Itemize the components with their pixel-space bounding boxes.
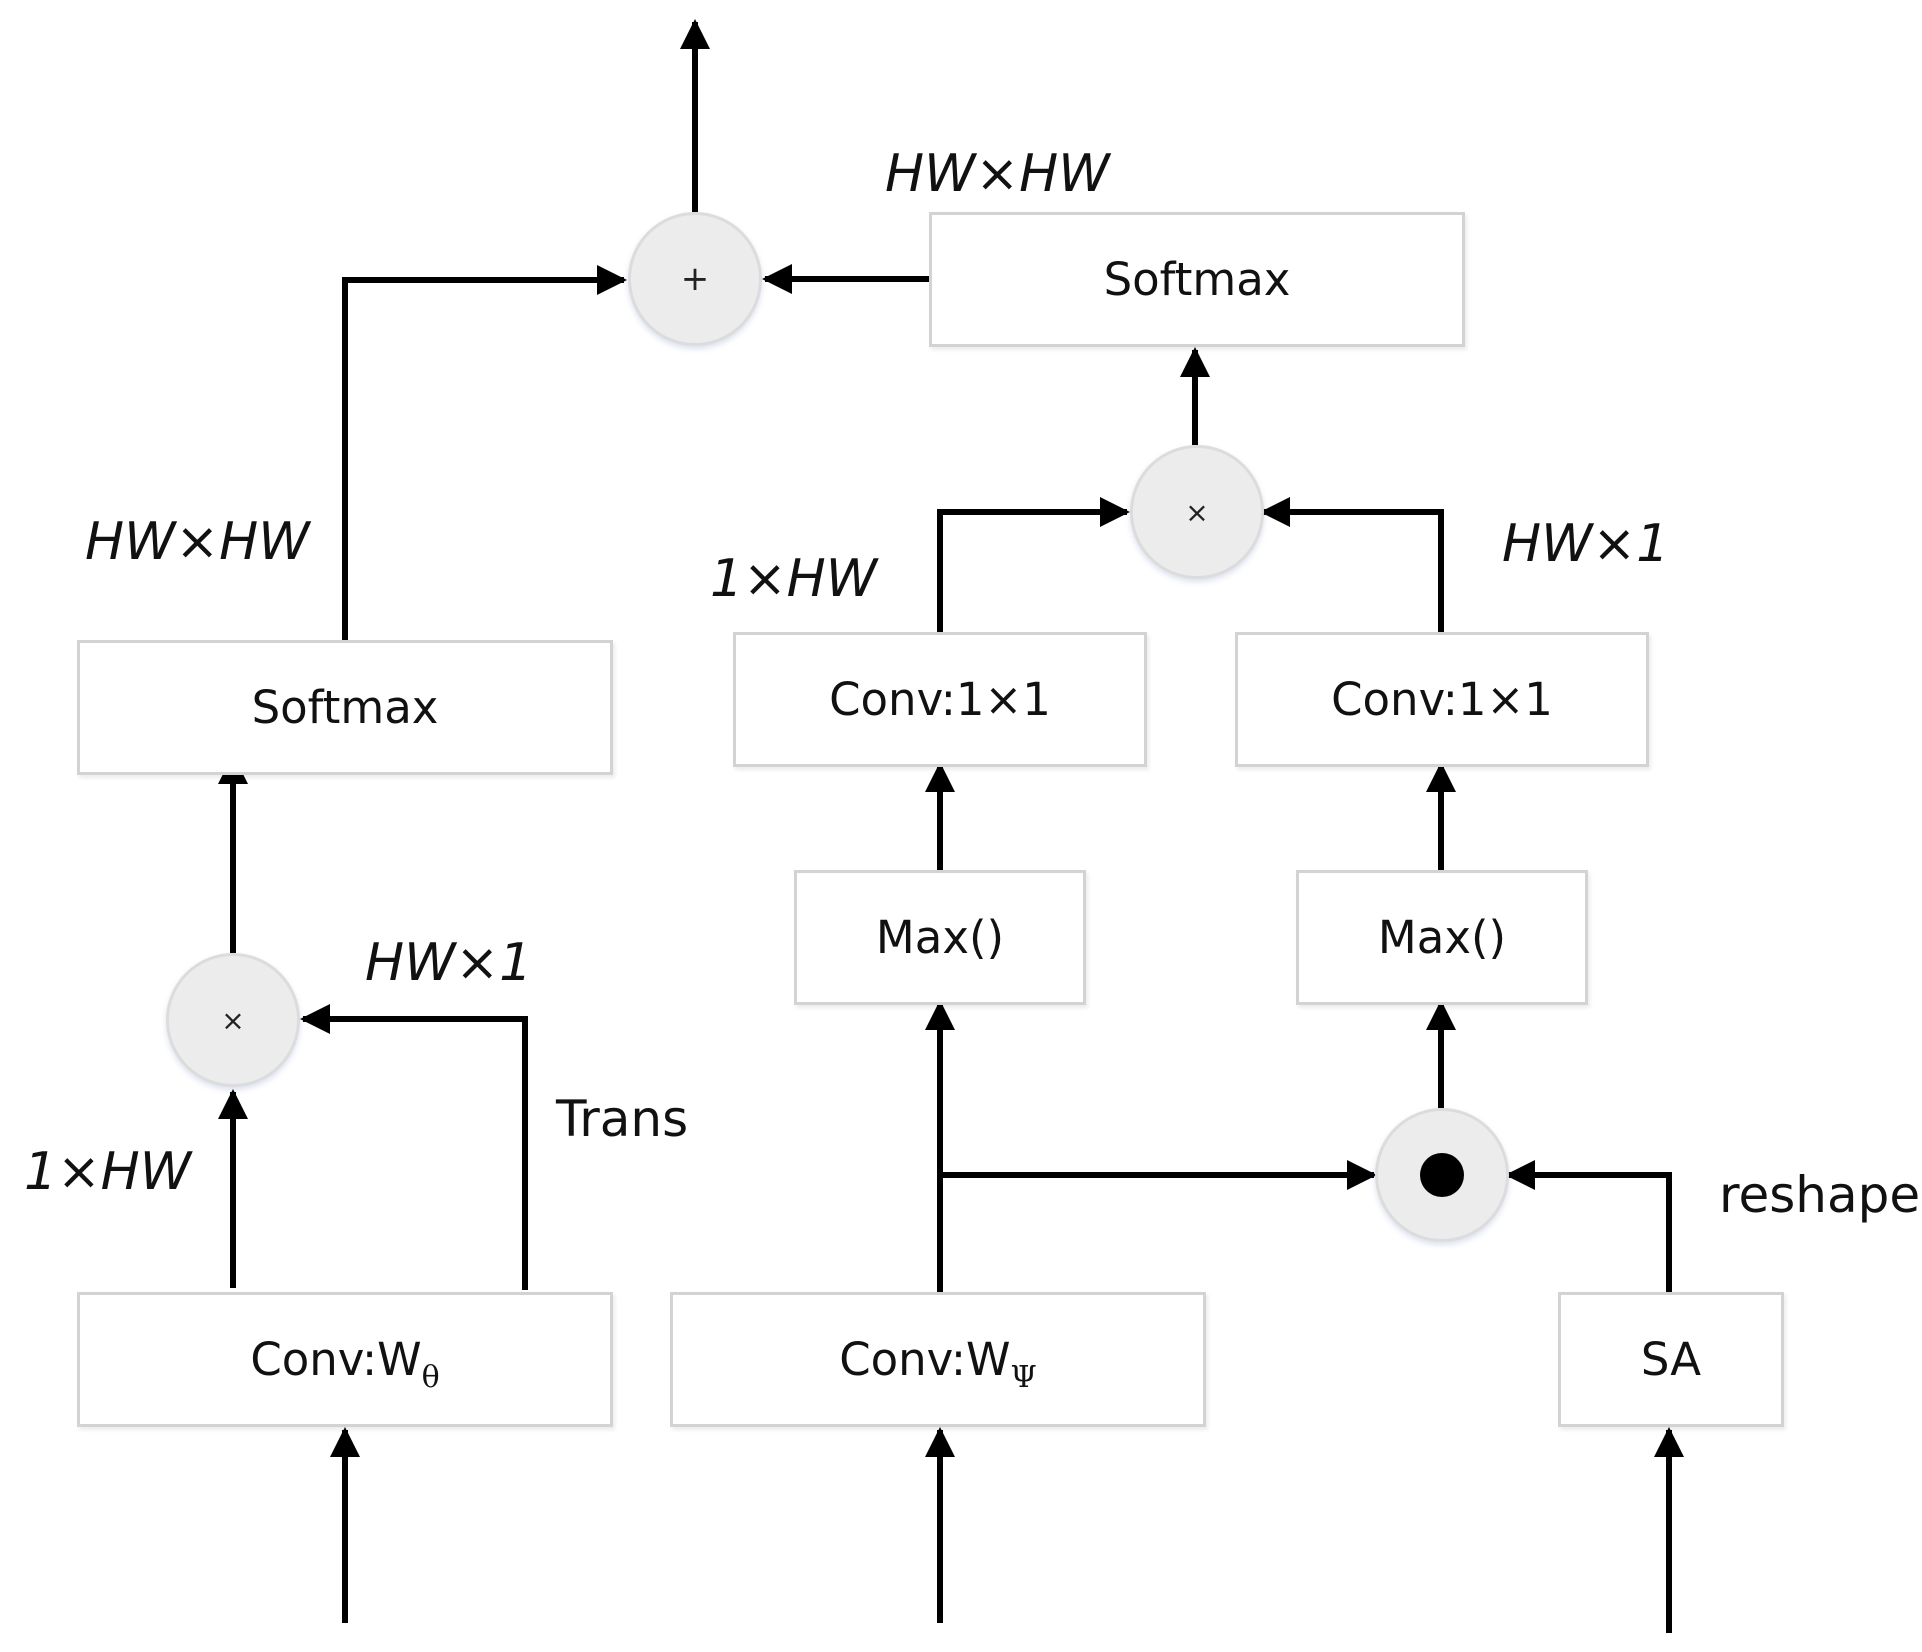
- label-1-x-hw-left: 1×HW: [24, 1142, 192, 1202]
- conv-1x1-left-label: Conv:1×1: [829, 673, 1051, 726]
- arrow-conv-left-to-mult: [937, 497, 1130, 632]
- theta-subscript: θ: [421, 1360, 440, 1395]
- multiply-operator-right: ×: [1130, 445, 1264, 579]
- max-left-label: Max(): [875, 911, 1005, 964]
- softmax-top-box: Softmax: [929, 212, 1465, 347]
- arrow-conv-right-to-mult: [1260, 497, 1444, 632]
- softmax-left-label: Softmax: [251, 681, 439, 734]
- conv-1x1-right-box: Conv:1×1: [1235, 632, 1649, 767]
- multiply-symbol-left: ×: [221, 1003, 245, 1037]
- arrow-left-softmax-to-add: [342, 265, 627, 640]
- max-right-box: Max(): [1296, 870, 1588, 1005]
- label-hw-x-hw-top: HW×HW: [885, 144, 1110, 204]
- label-hw-x-1-left: HW×1: [365, 933, 533, 993]
- max-left-box: Max(): [794, 870, 1086, 1005]
- label-trans: Trans: [556, 1090, 689, 1148]
- add-symbol: +: [680, 259, 710, 299]
- arrow-sa-to-dot: [1505, 1160, 1672, 1292]
- conv-w-theta-label: Conv:Wθ: [250, 1333, 440, 1395]
- softmax-left-box: Softmax: [77, 640, 613, 775]
- arrow-trans-to-mult: [300, 1004, 528, 1290]
- conv-1x1-right-label: Conv:1×1: [1331, 673, 1553, 726]
- softmax-top-label: Softmax: [1103, 253, 1291, 306]
- conv-w-psi-box: Conv:WΨ: [670, 1292, 1206, 1427]
- psi-subscript: Ψ: [1010, 1360, 1037, 1395]
- label-hw-x-hw-left: HW×HW: [85, 512, 310, 572]
- conv-w-theta-box: Conv:Wθ: [77, 1292, 613, 1427]
- label-hw-x-1-mid: HW×1: [1502, 514, 1670, 574]
- label-reshape: reshape: [1719, 1166, 1921, 1224]
- sa-label: SA: [1640, 1333, 1702, 1386]
- conv-1x1-left-box: Conv:1×1: [733, 632, 1147, 767]
- sa-box: SA: [1558, 1292, 1784, 1427]
- add-operator: +: [628, 212, 762, 346]
- multiply-operator-left: ×: [166, 953, 300, 1087]
- multiply-symbol-right: ×: [1185, 495, 1209, 529]
- label-1-x-hw-mid: 1×HW: [710, 549, 878, 609]
- max-right-label: Max(): [1377, 911, 1507, 964]
- conv-w-psi-label: Conv:WΨ: [839, 1333, 1037, 1395]
- elementwise-product-operator: [1375, 1108, 1509, 1242]
- filled-dot-icon: [1420, 1153, 1464, 1197]
